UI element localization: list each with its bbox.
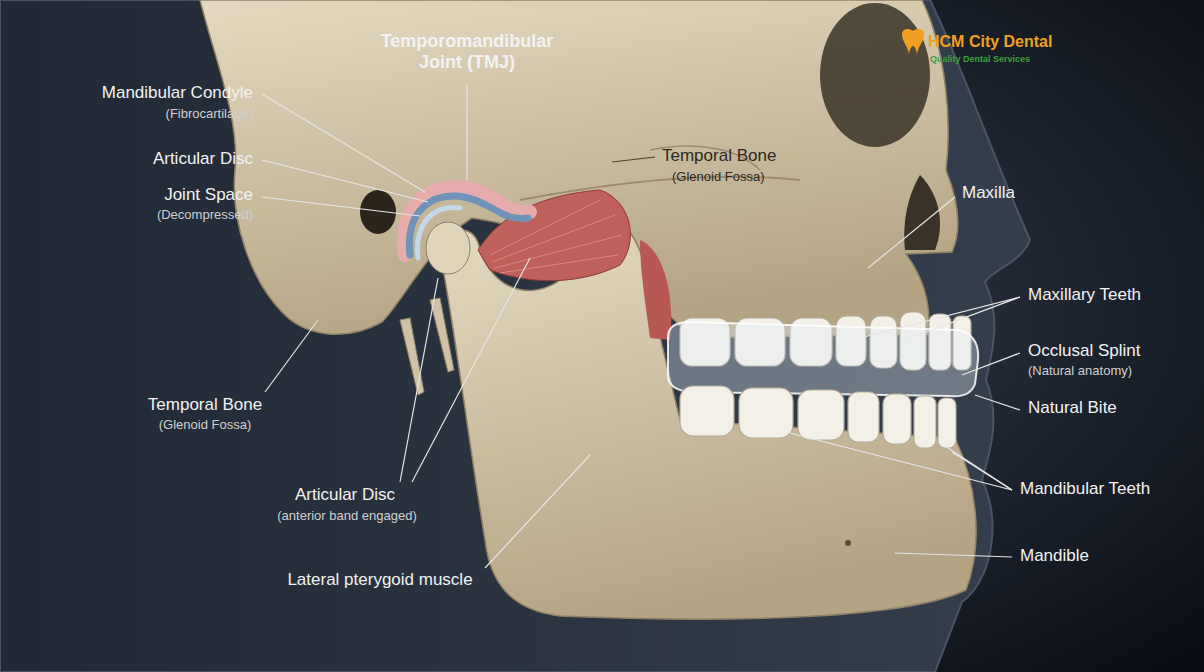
head-silhouette: [0, 0, 1030, 672]
part-label: Temporal Bone: [662, 146, 776, 166]
part-note: (Decompressed): [157, 208, 253, 223]
logo-icon: [902, 29, 924, 54]
part-label: Temporal Bone: [148, 395, 262, 415]
part-label: Lateral pterygoid muscle: [287, 570, 472, 590]
joint-title: Temporomandibular Joint (TMJ): [372, 31, 562, 72]
part-label: Joint Space: [164, 185, 253, 205]
orbit: [820, 3, 930, 147]
mandibular-teeth: [680, 386, 956, 448]
part-label: Natural Bite: [1028, 398, 1117, 418]
part-label: Articular Disc: [295, 485, 395, 505]
part-label: Mandible: [1020, 546, 1089, 566]
occlusal-splint: [668, 322, 978, 396]
mental-foramen: [845, 540, 851, 546]
mandible-bone: [440, 230, 976, 619]
part-note: (Natural anatomy): [1028, 364, 1132, 379]
nasal-cavity: [904, 175, 940, 250]
part-label: Maxillary Teeth: [1028, 285, 1141, 305]
styloid-process: [400, 318, 424, 395]
condyle: [426, 222, 470, 274]
watermark: HCM City Dental: [928, 33, 1052, 51]
muscle: [640, 240, 671, 340]
part-label: Articular Disc: [153, 149, 253, 169]
part-label: Mandibular Condyle: [102, 83, 253, 103]
part-note: (anterior band engaged): [277, 509, 417, 524]
part-label: Maxilla: [962, 183, 1015, 203]
part-label: Mandibular Teeth: [1020, 479, 1150, 499]
part-note: (Glenoid Fossa): [672, 170, 764, 185]
part-note: (Glenoid Fossa): [159, 418, 251, 433]
watermark: Quality Dental Services: [930, 54, 1030, 64]
part-label: Occlusal Splint: [1028, 341, 1140, 361]
part-note: (Fibrocartilage): [166, 107, 253, 122]
leader-lines: [262, 84, 1020, 568]
